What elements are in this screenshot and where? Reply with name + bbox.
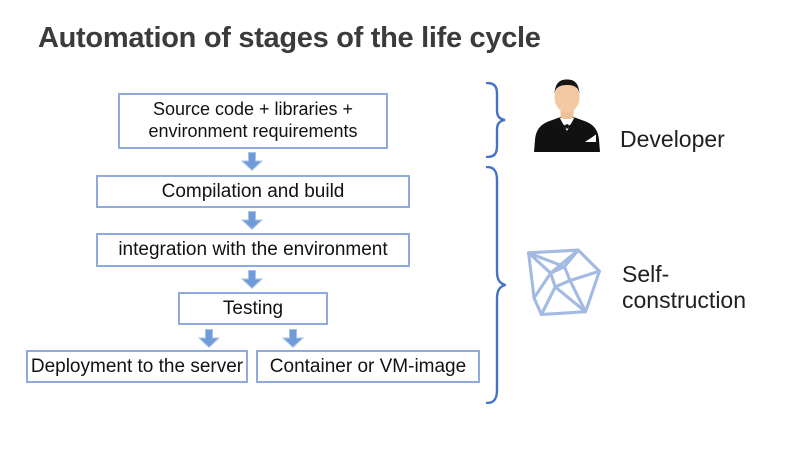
- polyhedron-wireframe-icon: [526, 248, 601, 317]
- slide-title: Automation of stages of the life cycle: [38, 22, 541, 54]
- developer-person-icon: [534, 79, 600, 152]
- flow-box-deployment-label: Deployment to the server: [30, 355, 244, 377]
- developer-label: Developer: [620, 126, 725, 152]
- self-construction-label: Self-construction: [622, 261, 747, 314]
- flow-box-deployment: Deployment to the server: [26, 350, 248, 383]
- flow-box-integration-label: integration with the environment: [118, 239, 388, 261]
- down-arrow-icon: [241, 152, 263, 171]
- flow-box-source-label: Source code + libraries + environment re…: [148, 99, 358, 141]
- flow-box-container-vm-label: Container or VM-image: [269, 355, 467, 377]
- down-arrow-icon: [241, 270, 263, 289]
- flow-box-container-vm: Container or VM-image: [256, 350, 480, 383]
- flow-box-source: Source code + libraries + environment re…: [118, 93, 388, 149]
- flow-box-compilation: Compilation and build: [96, 175, 410, 208]
- brace-self-construction: [486, 166, 506, 404]
- brace-developer: [486, 82, 506, 158]
- flow-box-compilation-label: Compilation and build: [161, 180, 345, 202]
- down-arrow-icon: [241, 211, 263, 230]
- flow-box-testing-label: Testing: [222, 297, 284, 319]
- down-arrow-icon: [198, 329, 220, 348]
- flow-box-testing: Testing: [178, 292, 328, 325]
- down-arrow-icon: [282, 329, 304, 348]
- flow-box-integration: integration with the environment: [96, 233, 410, 267]
